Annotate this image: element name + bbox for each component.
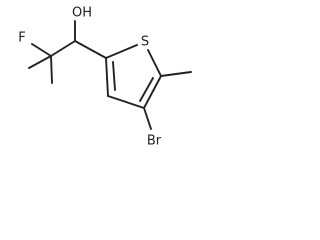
atom-label-fluorine: F bbox=[18, 31, 25, 46]
bond-ring-c4-c5-inner bbox=[139, 77, 154, 102]
bond-ring-c5-c4 bbox=[143, 75, 162, 109]
atom-labels: OH F S Br bbox=[18, 6, 162, 149]
bond-ring-c3-c2 bbox=[105, 57, 109, 97]
bond-c1-c2 bbox=[50, 40, 76, 57]
bond-c4-br bbox=[143, 107, 152, 130]
bond-ring-s-c5 bbox=[147, 49, 162, 77]
bond-c5-methyl bbox=[160, 71, 192, 77]
atom-label-sulfur: S bbox=[141, 35, 149, 50]
bonds bbox=[28, 20, 192, 130]
bond-c2-f bbox=[31, 43, 52, 57]
bond-c1-ring bbox=[74, 40, 107, 59]
bond-ring-c3-c2-inner bbox=[112, 61, 116, 91]
bond-ring-c4-c3 bbox=[107, 95, 145, 109]
bond-c2-methyl-down bbox=[50, 55, 53, 84]
atom-label-hydroxyl: OH bbox=[72, 6, 92, 21]
atom-label-bromine: Br bbox=[147, 134, 162, 149]
bond-ring-c2-s bbox=[105, 44, 138, 59]
bond-c2-methyl-left bbox=[28, 55, 52, 69]
molecule-structure-diagram: OH F S Br bbox=[18, 6, 192, 149]
